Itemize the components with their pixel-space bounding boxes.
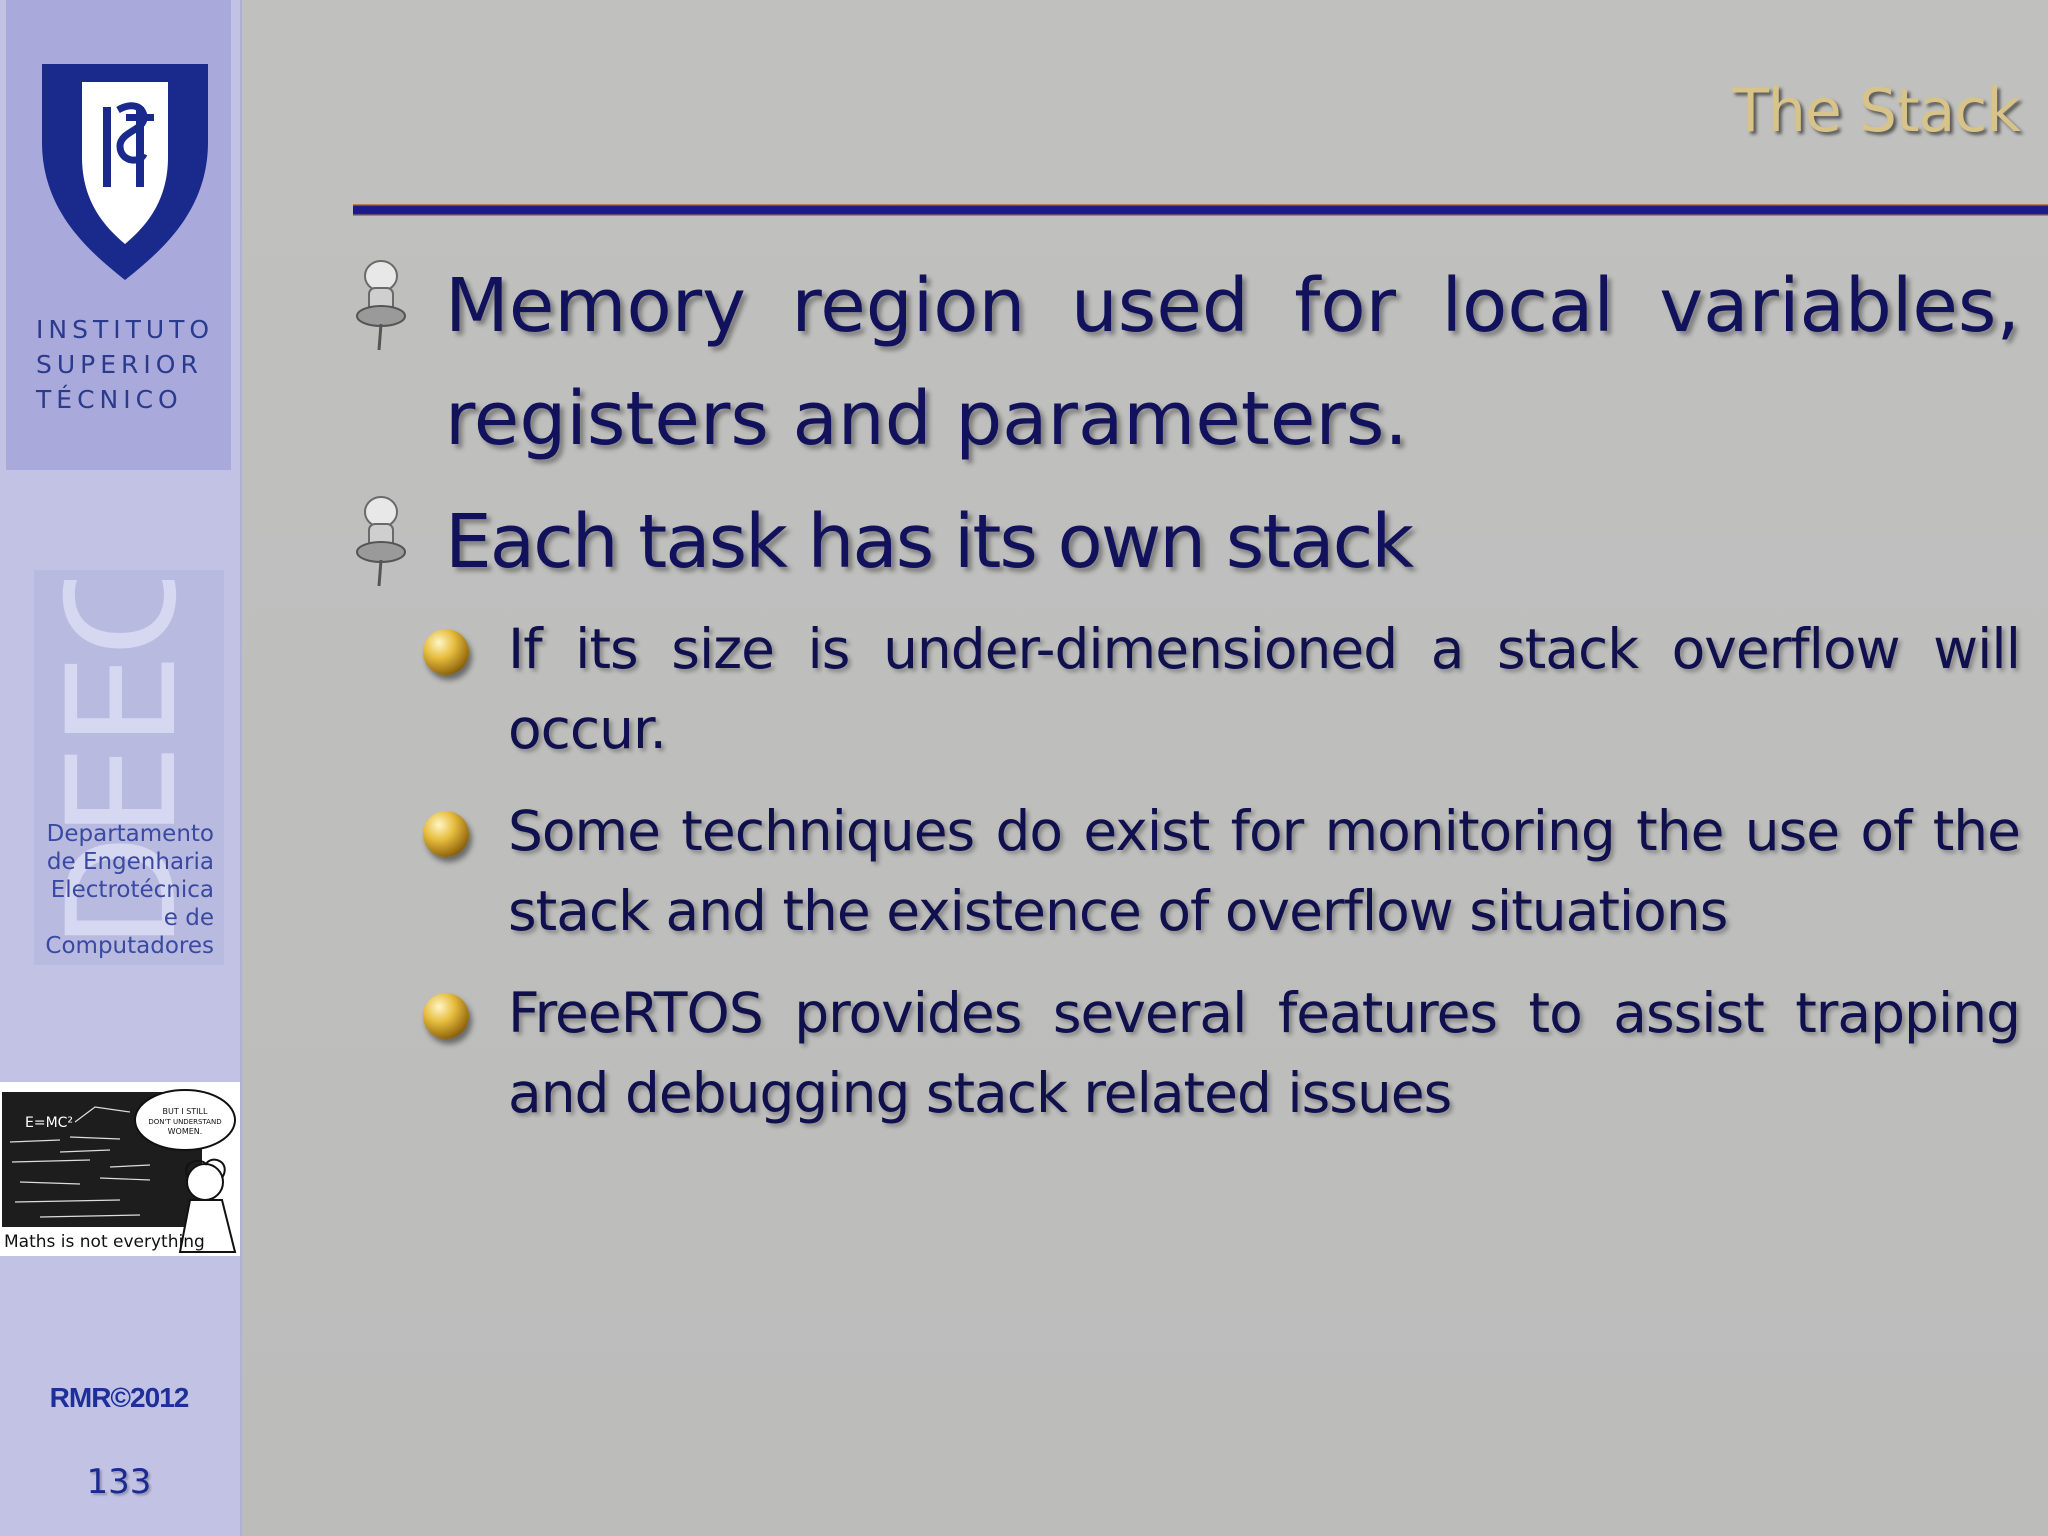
svg-text:DON'T UNDERSTAND: DON'T UNDERSTAND	[148, 1118, 221, 1126]
page-number: 133	[86, 1462, 152, 1502]
bullet-text: Each task has its own stack	[445, 499, 1414, 585]
deec-logo-mark: DEEC	[56, 580, 196, 950]
sub-bullet-item: FreeRTOS provides several features to as…	[345, 973, 2021, 1133]
einstein-cartoon-image: E=MC² BUT I STILL DON'T UNDERSTAND WOMEN…	[0, 1082, 240, 1256]
svg-text:WOMEN.: WOMEN.	[168, 1127, 203, 1136]
sub-bullet-item: Some techniques do exist for monitoring …	[345, 791, 2021, 951]
sub-bullet-text: FreeRTOS provides several features to as…	[508, 981, 2021, 1125]
ist-logo-block: INSTITUTO SUPERIOR TÉCNICO	[6, 0, 231, 470]
pushpin-bullet-icon	[356, 260, 406, 351]
bullet-text: Memory region used for local variables, …	[445, 263, 2020, 462]
svg-text:E=MC²: E=MC²	[25, 1115, 73, 1131]
institute-name: INSTITUTO SUPERIOR TÉCNICO	[36, 315, 215, 414]
title-divider	[353, 204, 2048, 216]
ist-shield-logo-icon	[42, 64, 208, 280]
slide-title: The Stack	[1732, 76, 2021, 146]
slide-content: Memory region used for local variables, …	[345, 250, 2021, 1155]
svg-text:BUT I STILL: BUT I STILL	[163, 1107, 208, 1116]
department-name: Departamento de Engenharia Electrotécnic…	[45, 821, 214, 959]
bullet-item: Each task has its own stack	[345, 486, 2020, 599]
cartoon-caption: Maths is not everything	[4, 1232, 205, 1252]
pushpin-bullet-icon	[356, 496, 406, 587]
department-logo-block: DEEC Departamento de Engenharia Electrot…	[34, 570, 224, 965]
svg-text:DEEC: DEEC	[56, 580, 196, 950]
sidebar: INSTITUTO SUPERIOR TÉCNICO DEEC Departam…	[0, 0, 242, 1536]
gold-ball-bullet-icon	[423, 811, 469, 857]
sub-bullet-item: If its size is under-dimensioned a stack…	[345, 609, 2021, 769]
bullet-item: Memory region used for local variables, …	[345, 250, 2020, 476]
gold-ball-bullet-icon	[423, 629, 469, 675]
gold-ball-bullet-icon	[423, 993, 469, 1039]
sub-bullet-text: If its size is under-dimensioned a stack…	[508, 617, 2021, 761]
copyright-label: RMR©2012	[49, 1382, 190, 1413]
sub-bullet-text: Some techniques do exist for monitoring …	[508, 799, 2021, 943]
chalkboard-illustration: E=MC² BUT I STILL DON'T UNDERSTAND WOMEN…	[2, 1089, 237, 1253]
